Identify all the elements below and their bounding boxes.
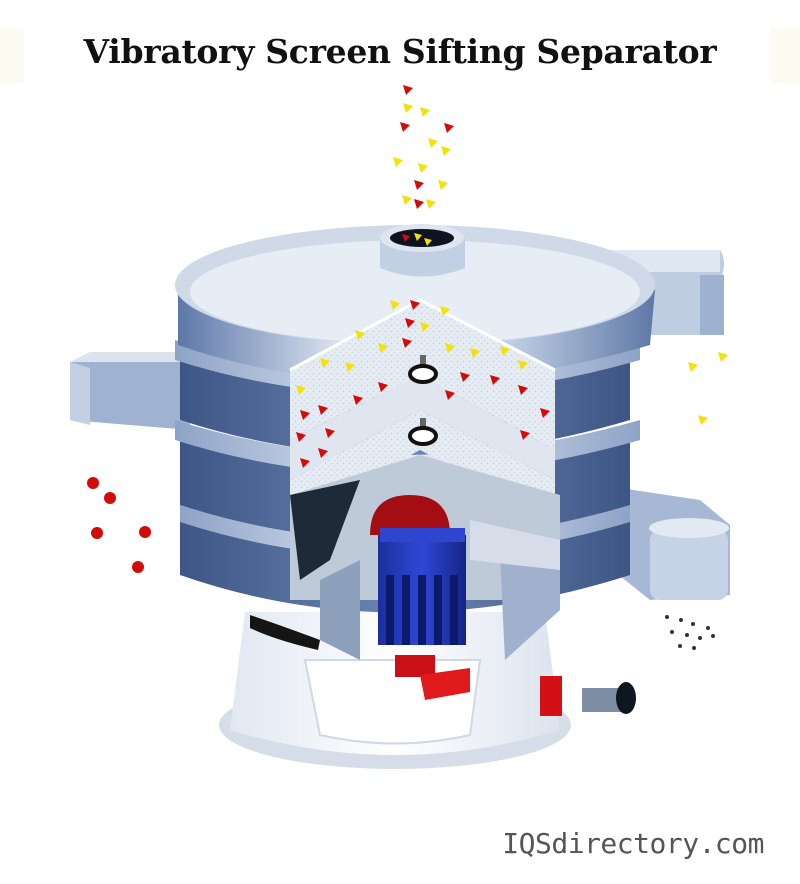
center-bolt-lower: [408, 418, 438, 446]
control-box: [540, 676, 636, 716]
screen-particles: [296, 300, 550, 468]
eccentric-weight-icon: [395, 655, 470, 700]
left-discharge-spout: [70, 352, 190, 430]
motor-icon: [370, 495, 466, 645]
falling-particles: [393, 85, 454, 246]
seal-strip: [250, 615, 320, 650]
page-title: Vibratory Screen Sifting Separator: [83, 32, 717, 71]
discharged-particles: [87, 352, 728, 650]
inlet-icon: [380, 224, 465, 277]
corner-decoration-left: [0, 28, 24, 83]
corner-decoration-right: [770, 28, 800, 83]
center-bolt-upper: [408, 355, 438, 384]
watermark: IQSdirectory.com: [502, 827, 764, 860]
right-lower-discharge-spout: [600, 485, 730, 600]
